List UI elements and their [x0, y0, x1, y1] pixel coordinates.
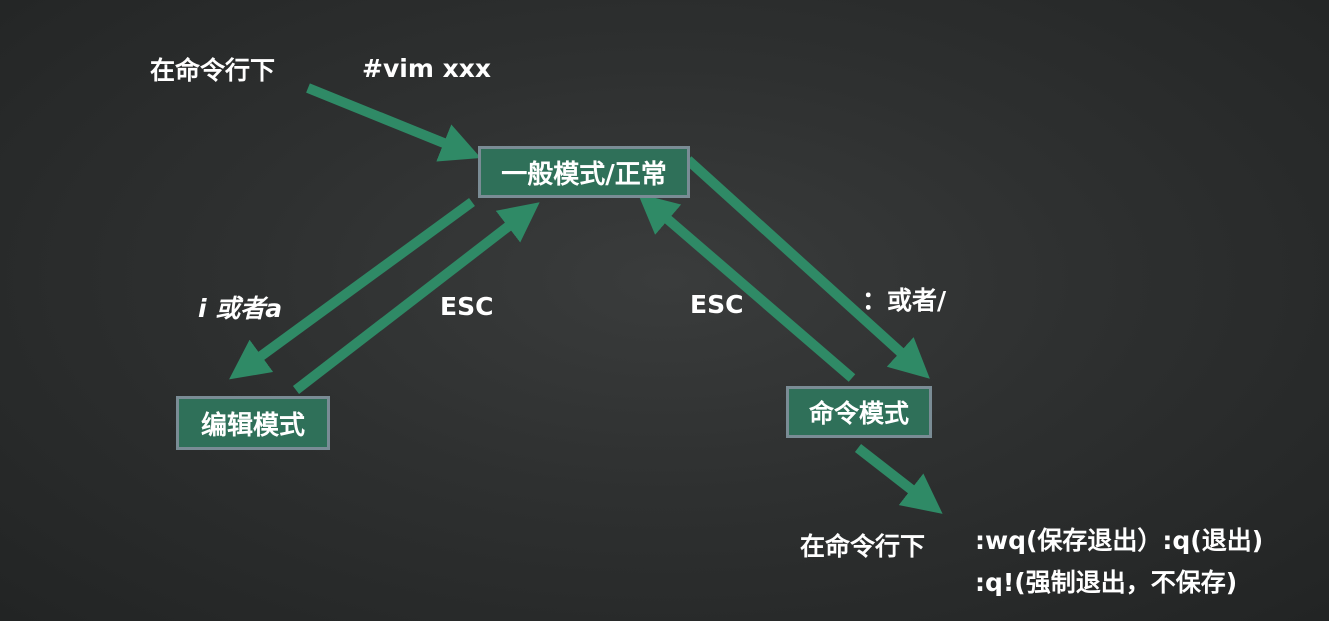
start-context-label: 在命令行下 [150, 56, 276, 85]
edit-mode-label: 编辑模式 [200, 410, 305, 441]
arrow-normal-to-command [684, 156, 930, 379]
normal-mode-label: 一般模式/正常 [501, 159, 667, 190]
save-quit-commands: :wq(保存退出）:q(退出) [975, 526, 1264, 555]
edit-mode-node: 编辑模式 [176, 396, 330, 450]
command-mode-node: 命令模式 [786, 386, 932, 438]
command-mode-label: 命令模式 [808, 399, 909, 428]
arrow-command-to-normal [637, 193, 856, 382]
normal-mode-node: 一般模式/正常 [478, 146, 690, 198]
arrow-start-to-normal [306, 83, 481, 162]
edit-esc-label: ESC [440, 292, 494, 321]
arrow-edit-to-normal [292, 202, 540, 394]
command-esc-label: ESC [690, 290, 744, 319]
force-quit-command: :q!(强制退出，不保存) [975, 568, 1238, 597]
command-keys-label: ：或者/ [862, 286, 947, 315]
arrow-command-to-bottom [854, 444, 943, 514]
vim-command-label: #vim xxx [362, 54, 491, 83]
insert-keys-label: i 或者a [198, 294, 283, 323]
arrow-normal-to-edit [229, 197, 475, 380]
bottom-context-label: 在命令行下 [800, 532, 926, 561]
